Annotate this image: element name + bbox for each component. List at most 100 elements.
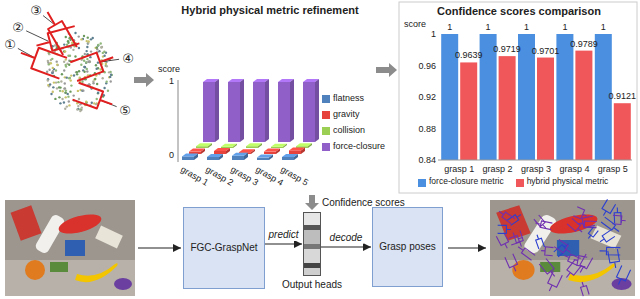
grasp-gripper	[505, 254, 518, 272]
axis-title: score	[404, 19, 426, 29]
bar-3d	[271, 144, 287, 148]
grasp-gripper	[608, 249, 620, 268]
cloud-point	[52, 70, 54, 72]
cloud-point	[68, 77, 70, 79]
cloud-point	[52, 86, 54, 88]
leader-line	[26, 31, 48, 41]
bar-front	[303, 82, 315, 142]
grasp-gripper	[564, 254, 580, 265]
bar-3d	[282, 154, 298, 160]
cloud-point	[98, 50, 100, 52]
bar-3d	[264, 149, 280, 154]
cloud-point	[64, 108, 66, 110]
leader-lines	[18, 16, 119, 107]
cloud-point	[74, 32, 76, 34]
cloud-point	[66, 105, 68, 107]
bar-3d	[207, 154, 223, 160]
bar-3d	[278, 79, 294, 142]
cloud-point	[68, 104, 70, 106]
cloud-point	[58, 96, 60, 98]
cloud-point	[85, 61, 87, 63]
legend-swatch	[322, 127, 330, 135]
chart-title: Confidence scores comparison	[437, 5, 601, 18]
grasp-gripper	[536, 235, 545, 249]
cloud-point	[81, 106, 83, 108]
bar-side	[301, 147, 305, 154]
bar-value: 0.9719	[493, 44, 521, 54]
cloud-point	[84, 53, 86, 55]
cloud-point	[46, 71, 48, 73]
grasp-gripper	[70, 53, 113, 81]
cloud-point	[72, 94, 74, 96]
node-label: Grasp poses	[379, 241, 436, 253]
cloud-point	[110, 80, 112, 82]
cloud-point	[60, 80, 62, 82]
cloud-point	[69, 77, 71, 79]
cloud-point	[92, 37, 94, 39]
cloud-point	[55, 69, 57, 71]
grasp-gripper	[496, 232, 508, 248]
axis-tick: 1	[431, 29, 436, 39]
category-label: grasp 4	[559, 164, 589, 174]
cloud-point	[67, 54, 69, 56]
cloud-point	[56, 63, 58, 65]
cloud-point	[103, 87, 105, 89]
cloud-point	[67, 42, 69, 44]
grasp-gripper	[602, 199, 616, 215]
edge-label: predict	[267, 229, 299, 241]
cloud-point	[76, 73, 78, 75]
cloud-point	[53, 81, 55, 83]
score-bar	[499, 56, 516, 160]
bar-3d	[228, 79, 244, 142]
block-arrow	[134, 73, 154, 87]
bar-front	[264, 152, 276, 154]
grasp-gripper	[548, 271, 563, 291]
grasp-gripper	[567, 218, 582, 232]
cloud-point	[50, 93, 52, 95]
cloud-point	[59, 90, 61, 92]
cloud-point	[101, 77, 103, 79]
legend-swatch	[418, 179, 426, 187]
category-label: grasp 1	[179, 164, 210, 188]
legend-swatch	[322, 143, 330, 151]
cloud-point	[82, 89, 84, 91]
axis-line	[178, 80, 179, 162]
cloud-point	[97, 61, 99, 63]
bar-3d	[257, 155, 273, 160]
cloud-point	[87, 42, 89, 44]
grasp-gripper	[518, 247, 535, 261]
cloud-point	[48, 69, 50, 71]
cloud-point	[49, 83, 51, 85]
bar-value: 1	[562, 22, 567, 32]
cloud-point	[61, 73, 63, 75]
bar-front	[182, 156, 194, 160]
output-photo	[490, 200, 635, 296]
cloud-point	[92, 82, 94, 84]
category-label: grasp 5	[279, 164, 310, 188]
category-label: grasp 1	[444, 164, 474, 174]
cloud-point	[83, 66, 85, 68]
cloud-point	[83, 66, 85, 68]
bar-3d	[246, 143, 262, 148]
cloud-point	[100, 46, 102, 48]
grasp-candidates	[21, 12, 113, 109]
grasp-gripper	[581, 282, 590, 296]
callout-number: ⑤	[119, 104, 131, 117]
axis-tick: 0.88	[418, 124, 436, 134]
legend-label: flatness	[333, 93, 364, 103]
cloud-point	[72, 49, 74, 51]
bar-3d	[253, 79, 269, 142]
bar-3d	[214, 148, 230, 154]
axis-tick: 0.84	[418, 155, 436, 165]
bar-value: 1	[447, 22, 452, 32]
cloud-point	[108, 71, 110, 73]
legend-label: force-closure metric	[429, 177, 504, 187]
grasp-gripper	[21, 48, 67, 79]
grasp-gripper	[554, 240, 570, 253]
bar-3d	[189, 149, 205, 154]
legend-label: hybrid physical metric	[527, 177, 609, 187]
bar-side	[215, 79, 219, 142]
callout-number: ④	[122, 52, 134, 65]
cloud-point	[86, 46, 88, 48]
grasp-gripper	[617, 266, 631, 285]
